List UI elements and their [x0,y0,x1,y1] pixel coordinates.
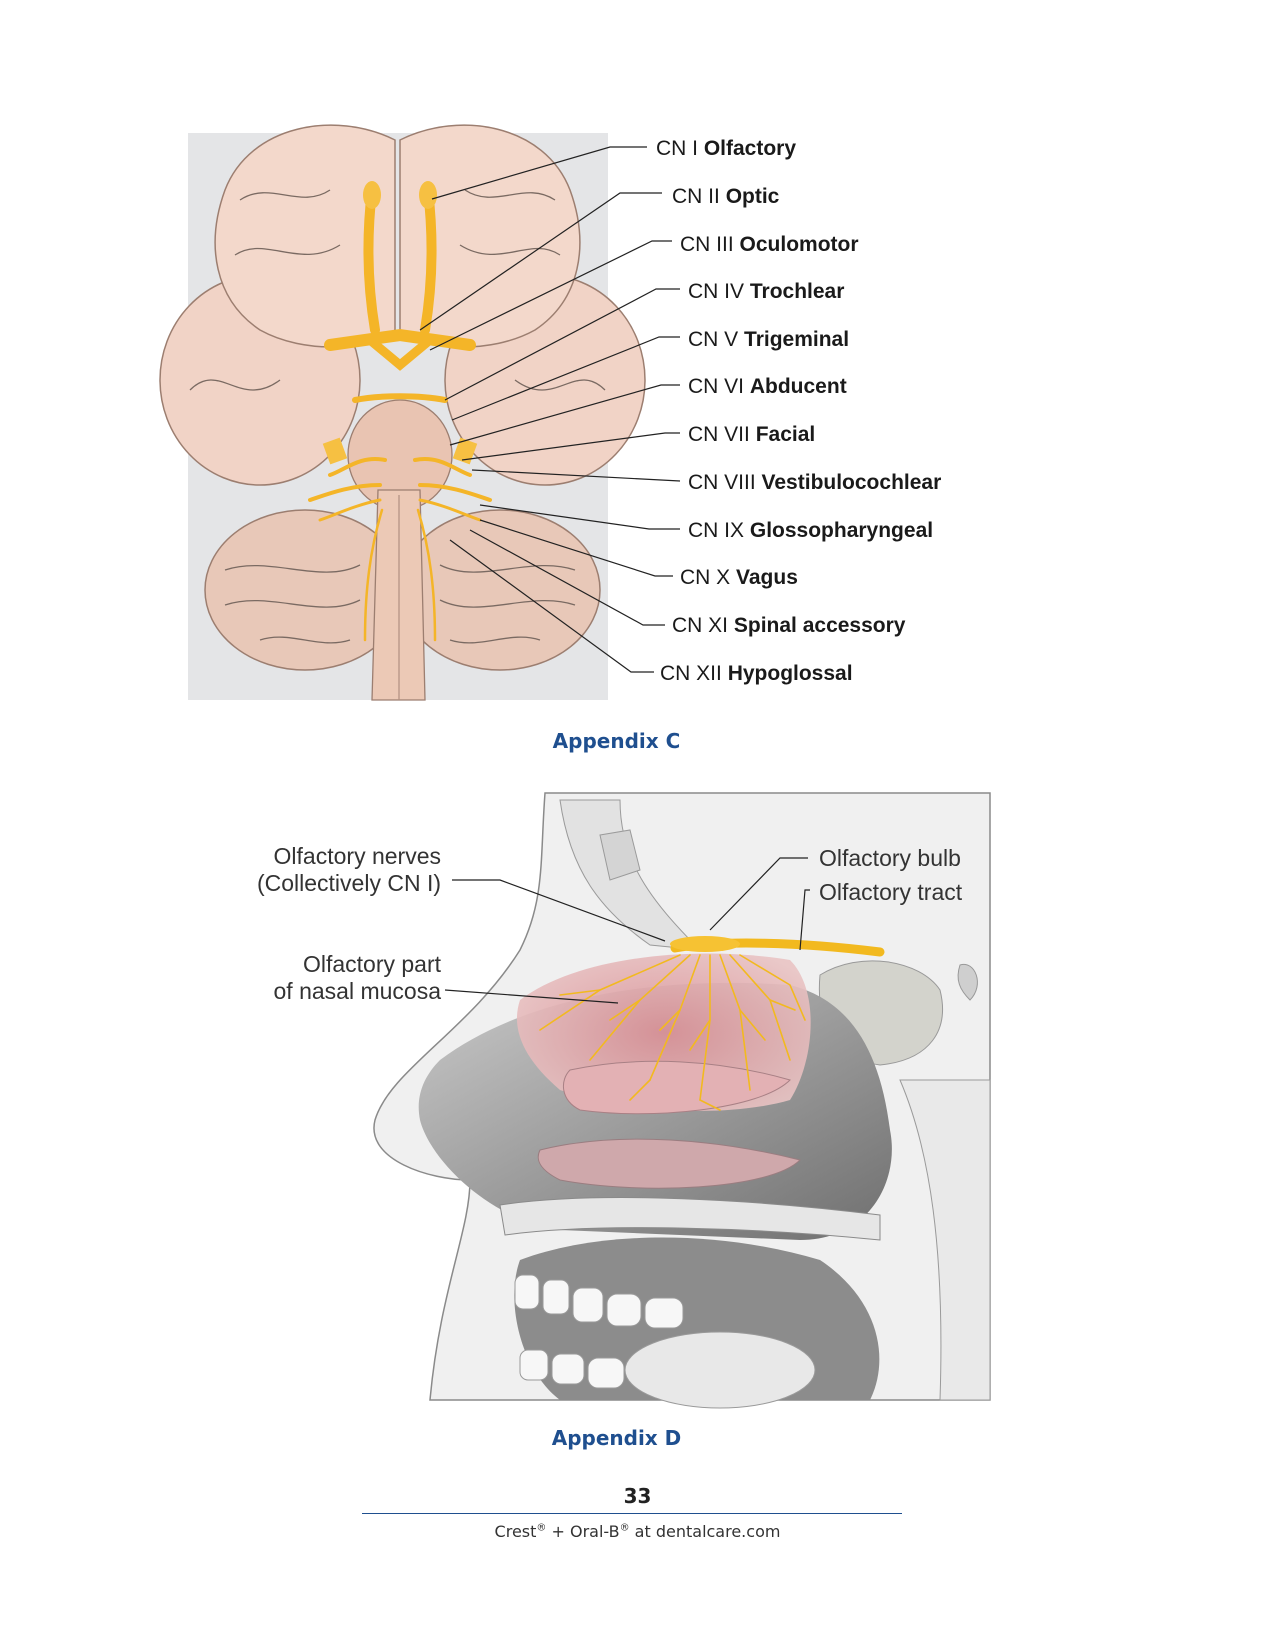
appendix-c-caption: Appendix C [552,729,681,753]
label-olfactory-tract: Olfactory tract [819,879,963,905]
label-olfactory-part-line1: Olfactory part [303,951,442,977]
label-cn-viii: CN VIII Vestibulocochlear [688,471,941,494]
label-cn-ix: CN IX Glossopharyngeal [688,519,933,542]
label-olfactory-part-line2: of nasal mucosa [274,978,442,1004]
label-cn-ii: CN II Optic [672,185,780,208]
label-cn-vii: CN VII Facial [688,423,815,446]
website-text: at dentalcare.com [629,1522,781,1541]
label-olfactory-nerves-line1: Olfactory nerves [274,843,441,869]
cranial-nerves-illustration: CN I Olfactory CN II Optic CN III Oculom… [159,124,941,701]
footer-text: Crest® + Oral-B® at dentalcare.com [0,1522,1275,1541]
label-cn-iv: CN IV Trochlear [688,280,844,303]
label-cn-i: CN I Olfactory [656,137,796,160]
brand-oral-b: Oral-B [569,1522,620,1541]
cranial-nerves-drawing [308,181,492,642]
appendix-d-caption: Appendix D [551,1426,682,1450]
page-number: 33 [623,1484,652,1508]
olfactory-nerve-drawing [539,936,885,1111]
registered-mark: ® [536,1522,547,1534]
label-cn-x: CN X Vagus [680,566,798,589]
label-olfactory-nerves-line2: (Collectively CN I) [257,870,441,896]
nasal-anatomy-drawing [373,792,991,1409]
label-cn-v: CN V Trigeminal [688,328,849,351]
nasal-leader-lines [444,857,810,1004]
brain-drawing [159,124,646,701]
cranial-nerve-labels: CN I Olfactory CN II Optic CN III Oculom… [656,137,941,685]
nasal-cavity-illustration: Olfactory nerves (Collectively CN I) Olf… [257,792,991,1409]
label-cn-xi: CN XI Spinal accessory [672,614,906,637]
label-cn-vi: CN VI Abducent [688,375,847,398]
brand-crest: Crest [494,1522,537,1541]
label-cn-xii: CN XII Hypoglossal [660,662,853,685]
leader-lines [419,146,681,673]
plus-sign: + [546,1522,570,1541]
label-cn-iii: CN III Oculomotor [680,233,859,256]
nasal-labels: Olfactory nerves (Collectively CN I) Olf… [257,843,963,1004]
footer-divider [362,1513,902,1514]
label-olfactory-bulb: Olfactory bulb [819,845,961,871]
registered-mark: ® [619,1522,630,1534]
